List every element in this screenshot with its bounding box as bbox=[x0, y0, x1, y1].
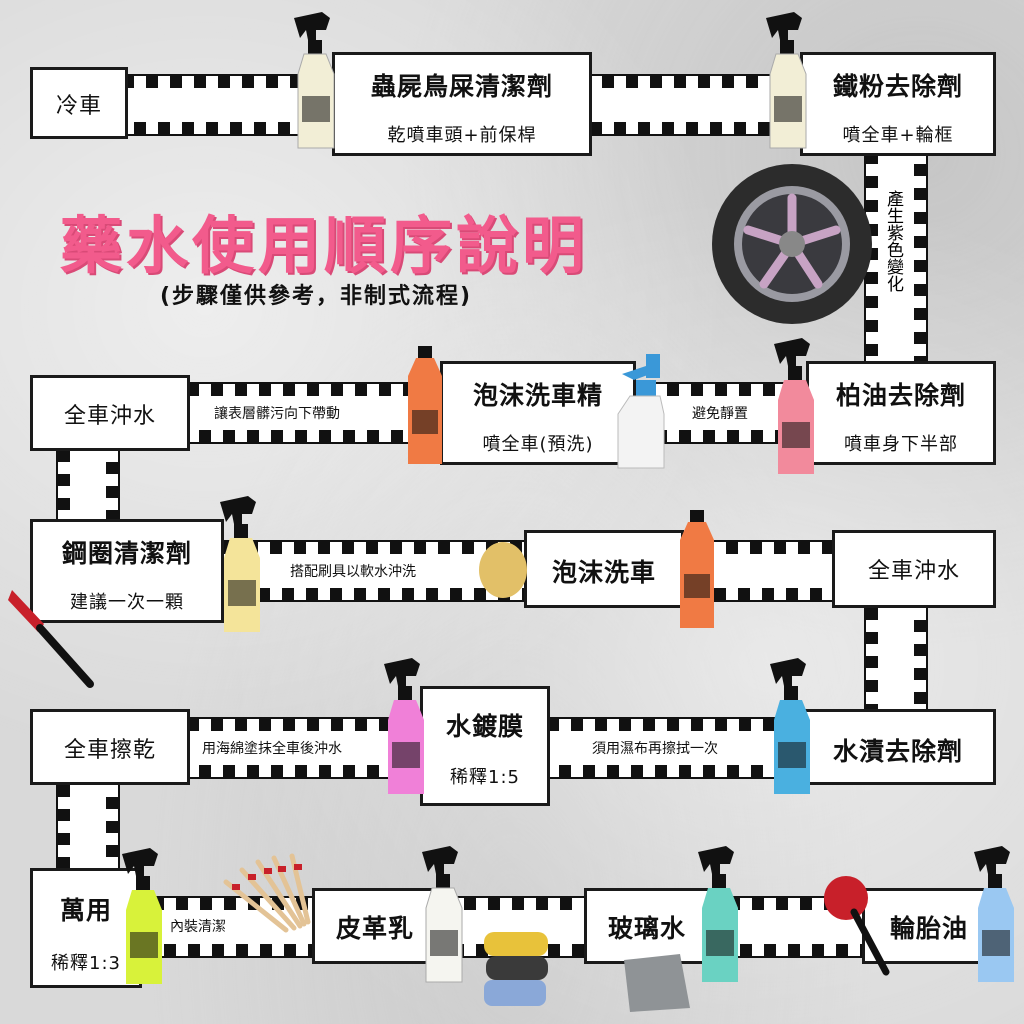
track-right-2 bbox=[864, 606, 928, 716]
bottle-cream-icon bbox=[766, 12, 807, 149]
bottle-magenta-icon bbox=[384, 658, 424, 794]
step-title: 玻璃水 bbox=[607, 914, 686, 943]
step-title: 泡沫洗車 bbox=[551, 558, 656, 587]
bottle-white-icon bbox=[422, 846, 463, 983]
wheel-brush-icon bbox=[8, 590, 94, 688]
step-title: 泡沫洗車精 bbox=[472, 381, 603, 410]
glass-cloth-icon bbox=[624, 954, 690, 1012]
connector-brush-label: 搭配刷具以軟水沖洗 bbox=[288, 561, 418, 581]
pump-sprayer-icon bbox=[617, 354, 665, 469]
step-title: 全車沖水 bbox=[63, 404, 156, 429]
track-left-1 bbox=[56, 448, 120, 528]
bottle-yellow-icon bbox=[220, 496, 260, 632]
bottle-cream-icon bbox=[294, 12, 335, 149]
step-water-coating: 水鍍膜 稀釋1:5 bbox=[420, 686, 550, 806]
step-title: 鐵粉去除劑 bbox=[832, 72, 963, 101]
sponge-icon bbox=[479, 542, 527, 598]
track-left-2 bbox=[56, 783, 120, 873]
step-title: 水鍍膜 bbox=[445, 712, 524, 741]
detail-brushes-icon bbox=[223, 853, 311, 933]
step-title: 萬用 bbox=[59, 896, 112, 925]
step-glass: 玻璃水 bbox=[584, 888, 710, 964]
connector-interior-label: 內裝清潔 bbox=[168, 916, 228, 936]
bottle-lime-icon bbox=[122, 848, 162, 984]
connector-down-label: 讓表層髒污向下帶動 bbox=[212, 403, 342, 423]
step-cold-car: 冷車 bbox=[30, 67, 128, 139]
step-wheel-cleaner: 鋼圈清潔劑 建議一次一顆 bbox=[30, 519, 224, 623]
applicator-pads-icon bbox=[484, 932, 548, 1006]
step-dry-car: 全車擦乾 bbox=[30, 709, 190, 785]
step-tar-remover: 柏油去除劑 噴車身下半部 bbox=[806, 361, 996, 465]
bottle-pink-icon bbox=[774, 338, 814, 474]
step-title: 水漬去除劑 bbox=[832, 737, 963, 766]
track-row5 bbox=[150, 896, 910, 958]
step-all-purpose: 萬用 稀釋1:3 bbox=[30, 868, 142, 988]
connector-avoid-label: 避免靜置 bbox=[690, 403, 750, 423]
step-title: 全車擦乾 bbox=[63, 738, 156, 763]
bottle-orange-icon bbox=[408, 346, 442, 464]
step-title: 皮革乳 bbox=[335, 914, 414, 943]
step-desc: 建議一次一顆 bbox=[70, 592, 184, 613]
step-title: 蟲屍鳥屎清潔劑 bbox=[370, 72, 553, 101]
bottle-orange-icon bbox=[680, 510, 714, 628]
tire-wheel-image bbox=[712, 164, 872, 324]
step-foam-wash: 泡沫洗車 bbox=[524, 530, 684, 608]
step-desc: 稀釋1:3 bbox=[51, 953, 121, 974]
step-water-spot-remover: 水漬去除劑 bbox=[800, 709, 996, 785]
step-title: 柏油去除劑 bbox=[835, 381, 966, 410]
step-leather: 皮革乳 bbox=[312, 888, 438, 964]
step-title: 全車沖水 bbox=[867, 559, 960, 584]
connector-purple-label: 產生紫色變化 bbox=[880, 190, 906, 292]
step-desc: 噴全車(預洗) bbox=[482, 434, 594, 455]
bottle-blue-icon bbox=[770, 658, 810, 794]
step-desc: 噴車身下半部 bbox=[844, 434, 958, 455]
tire-applicator-icon bbox=[824, 876, 890, 976]
bottle-lightblue-icon bbox=[974, 846, 1014, 982]
connector-wipe-label: 須用濕布再擦拭一次 bbox=[590, 738, 720, 758]
step-desc: 乾噴車頭+前保桿 bbox=[387, 125, 537, 146]
step-title: 鋼圈清潔劑 bbox=[61, 539, 192, 568]
step-foam-shampoo: 泡沫洗車精 噴全車(預洗) bbox=[440, 361, 636, 465]
connector-sponge-label: 用海綿塗抹全車後沖水 bbox=[200, 738, 344, 758]
step-desc: 稀釋1:5 bbox=[450, 767, 520, 788]
step-bug-cleaner: 蟲屍鳥屎清潔劑 乾噴車頭+前保桿 bbox=[332, 52, 592, 156]
step-title: 冷車 bbox=[55, 94, 102, 119]
step-desc: 噴全車+輪框 bbox=[842, 125, 954, 146]
page-subtitle: (步驟僅供參考，非制式流程) bbox=[160, 284, 473, 309]
page-title: 藥水使用順序說明 bbox=[60, 209, 589, 282]
step-rinse-1: 全車沖水 bbox=[30, 375, 190, 451]
step-iron-remover: 鐵粉去除劑 噴全車+輪框 bbox=[800, 52, 996, 156]
step-title: 輪胎油 bbox=[889, 914, 968, 943]
bottle-teal-icon bbox=[698, 846, 738, 982]
step-rinse-2: 全車沖水 bbox=[832, 530, 996, 608]
